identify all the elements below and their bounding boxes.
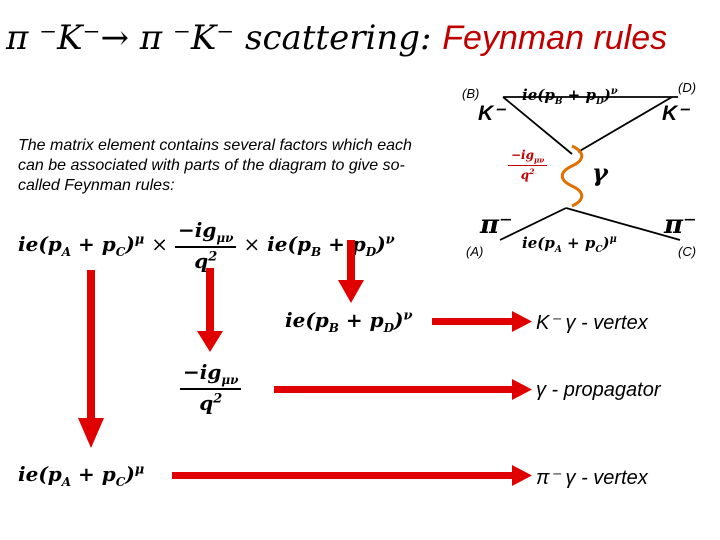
rule-name-pion-vertex: π⁻ γ - vertex: [536, 467, 648, 489]
photon-propagator-line: [560, 144, 584, 208]
matrix-element-equation: ie(pA + pC)μ × −igμν q2 × ie(pB + pD)ν: [18, 218, 395, 273]
propagator-factor: −igμν q2: [175, 218, 237, 273]
rule-name-kaon-vertex: K⁻ γ - vertex: [536, 312, 648, 334]
pion-line-in: [499, 207, 567, 241]
pion-in-label: π⁻: [480, 210, 513, 240]
page-title: π ⁻K⁻→ π ⁻K⁻ scattering: Feynman rules: [6, 18, 667, 58]
title-process: π ⁻K⁻→ π ⁻K⁻ scattering:: [6, 18, 443, 58]
rule-factor-kaon-vertex: ie(pB + pD)ν: [285, 308, 413, 335]
bottom-vertex-factor: ie(pA + pC)μ: [522, 234, 617, 255]
label-c: (C): [678, 244, 697, 259]
label-a: (A): [466, 244, 484, 259]
kaon-line-out: [577, 96, 673, 153]
rule-factor-pion-vertex: ie(pA + pC)μ: [18, 462, 145, 489]
intro-text: The matrix element contains several fact…: [18, 137, 412, 194]
current-a-factor: ie(pA + pC)μ: [18, 232, 145, 259]
top-vertex-factor: ie(pB + pD)ν: [522, 86, 618, 107]
times-sign: ×: [151, 232, 169, 256]
pion-out-label: π⁻: [664, 210, 697, 240]
rule-name-propagator: γ - propagator: [536, 379, 661, 401]
kaon-in-label: K⁻: [478, 102, 505, 125]
rule-arrows: [78, 240, 532, 486]
label-b: (B): [462, 86, 480, 101]
current-b-factor: ie(pB + pD)ν: [267, 232, 395, 259]
label-d: (D): [678, 80, 697, 95]
kaon-line-in: [502, 96, 573, 155]
pion-line-out: [565, 207, 681, 241]
kaon-out-label: K⁻: [662, 102, 689, 125]
photon-label: γ: [592, 158, 608, 187]
title-highlight: Feynman rules: [442, 19, 668, 57]
times-sign-2: ×: [243, 232, 261, 256]
